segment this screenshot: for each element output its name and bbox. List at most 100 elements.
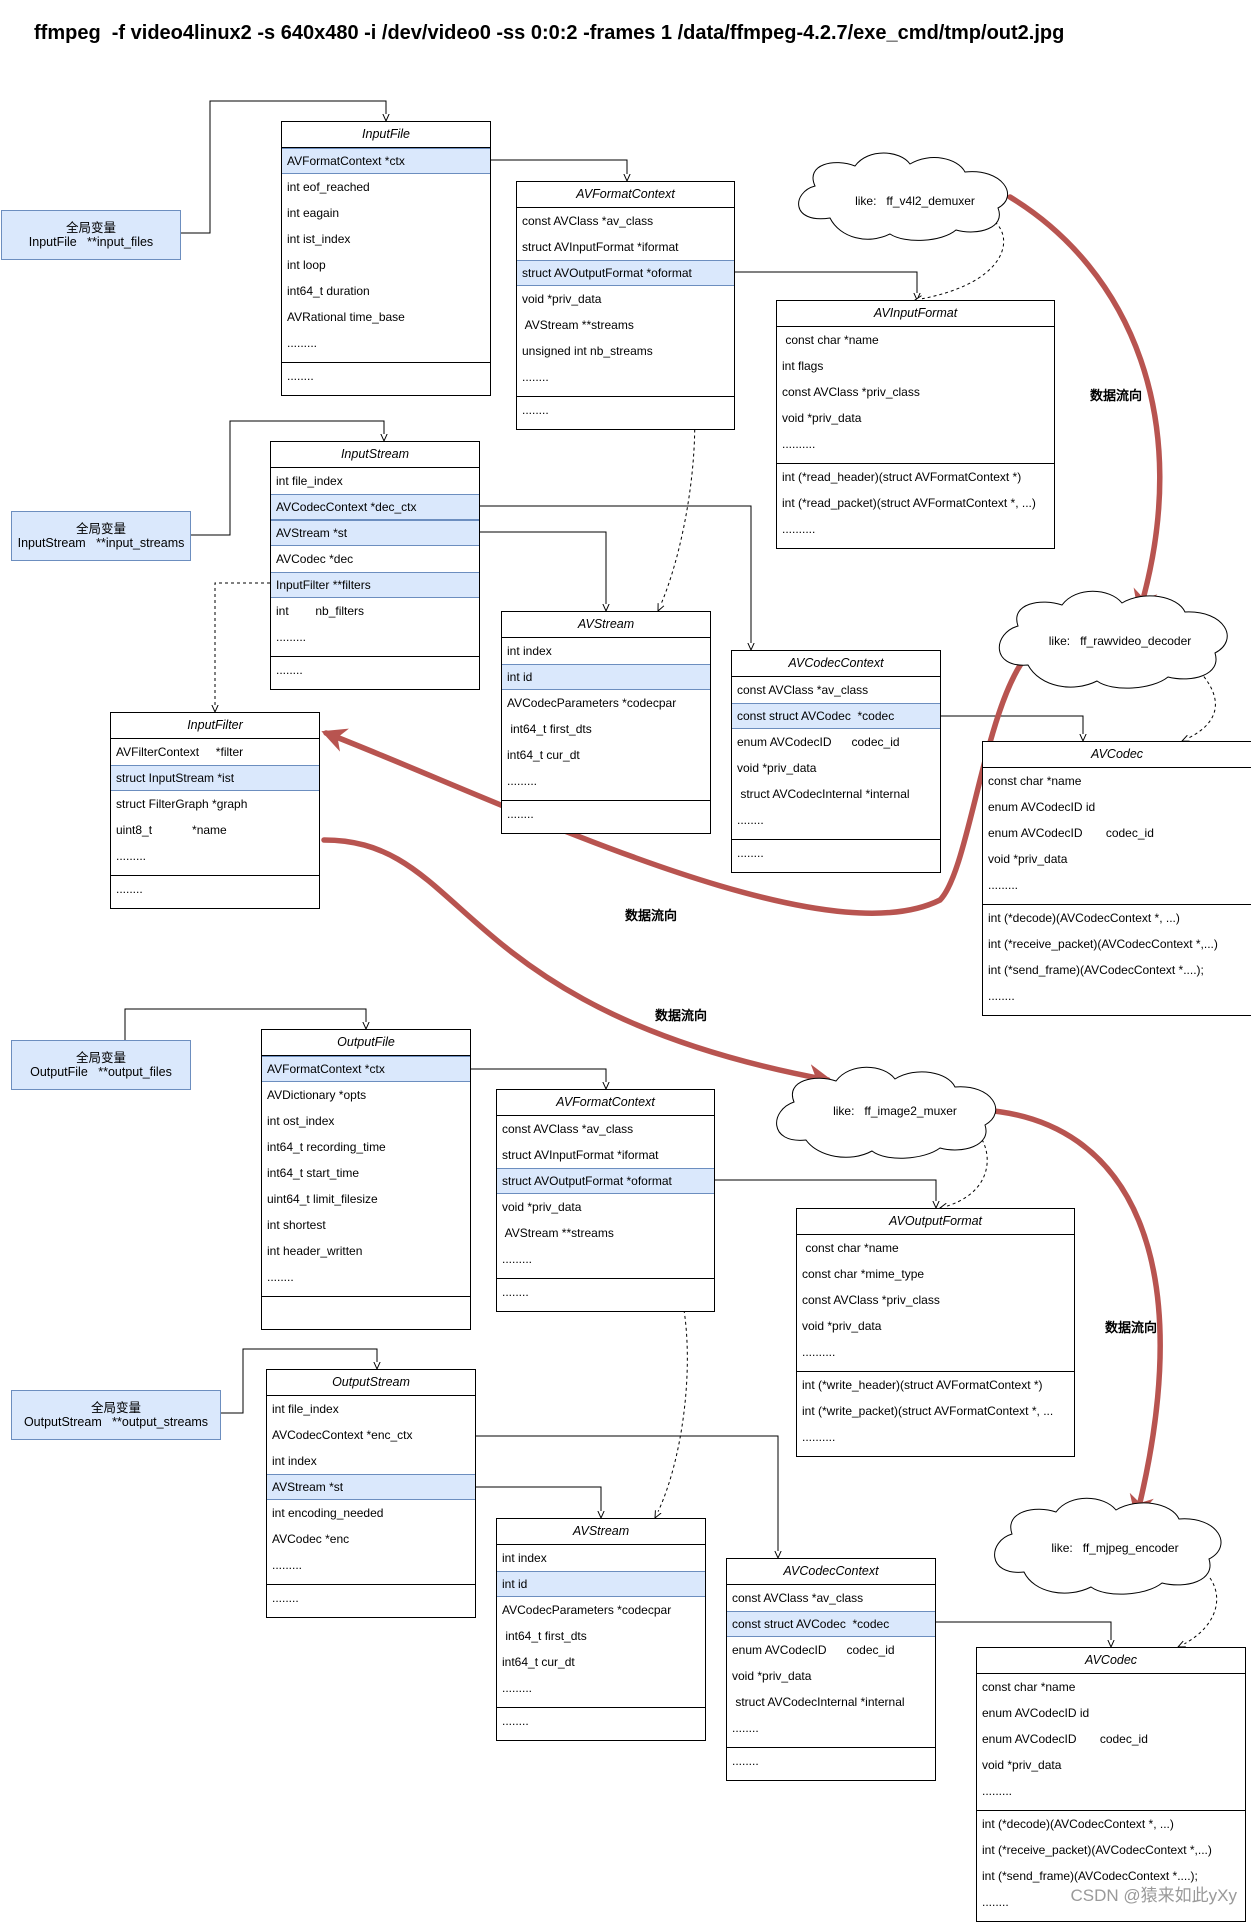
struct-divider [111,875,319,876]
struct-field: int eof_reached [287,180,370,194]
struct-field: void *priv_data [732,1669,812,1683]
struct-field: const char *name [782,333,879,347]
command-title: ffmpeg -f video4linux2 -s 640x480 -i /de… [34,22,1065,44]
struct-field: enum AVCodecID codec_id [732,1643,895,1657]
struct-field: int ist_index [287,232,351,246]
struct-field: int encoding_needed [272,1506,384,1520]
global-decl: OutputStream **output_streams [23,1415,209,1429]
link-enc-ctx [475,1435,778,1558]
struct-title: AVCodec [977,1648,1245,1674]
struct-divider [727,1747,935,1748]
struct-field: InputFilter **filters [271,572,479,598]
struct-method: ........ [982,1895,1009,1909]
struct-field: ........ [522,370,549,384]
global-output-streams: 全局变量 OutputStream **output_streams [11,1390,221,1440]
struct-field: struct FilterGraph *graph [116,797,248,811]
global-label: 全局变量 [75,522,126,536]
link-muxer-impl [940,1129,988,1208]
struct-field: AVStream *st [271,520,479,546]
struct-field: const char *mime_type [802,1267,925,1281]
struct-field: .......... [782,437,816,451]
flow-label-1: 数据流向 [1090,388,1143,403]
struct-method: int (*send_frame)(AVCodecContext *....); [988,963,1204,977]
struct-field: int flags [782,359,824,373]
struct-method: int (*receive_packet)(AVCodecContext *,.… [988,937,1218,951]
cloud-muxer-label: like: ff_image2_muxer [833,1104,957,1118]
struct-field: unsigned int nb_streams [522,344,653,358]
struct-divider [497,1707,705,1708]
cloud-demuxer-label: like: ff_v4l2_demuxer [855,194,975,208]
struct-field: AVCodecParameters *codecpar [502,1603,672,1617]
link-input-streams [191,420,384,536]
struct-divider [262,1296,470,1297]
struct-field: struct AVInputFormat *iformat [522,240,679,254]
struct-field: void *priv_data [988,852,1068,866]
struct-field: void *priv_data [522,292,602,306]
struct-field: ......... [502,1252,533,1266]
struct-field: const AVClass *priv_class [802,1293,940,1307]
global-label: 全局变量 [75,1051,126,1065]
struct-field: int64_t first_dts [502,1629,587,1643]
struct-field: uint8_t *name [116,823,227,837]
struct-method: ........ [502,1285,529,1299]
cloud-muxer-shape [776,1066,997,1159]
cloud-demuxer-shape [798,152,1009,241]
struct-field: int64_t recording_time [267,1140,386,1154]
struct-method: ........ [116,882,143,896]
struct-field: int64_t first_dts [507,722,592,736]
struct-field: enum AVCodecID id [982,1706,1090,1720]
global-input-streams: 全局变量 InputStream **input_streams [11,511,191,561]
struct-field: AVFormatContext *ctx [282,148,490,174]
flow-label-4: 数据流向 [1105,1320,1158,1335]
struct-field: AVStream *st [267,1474,475,1500]
struct-title: AVCodecContext [732,651,940,677]
flow-label-2: 数据流向 [625,908,678,923]
struct-method: ........ [287,369,314,383]
struct-method [262,1297,470,1323]
struct-field: const AVClass *av_class [732,1591,864,1605]
struct-field: int eagain [287,206,340,220]
struct-field: int loop [287,258,326,272]
struct-field: int file_index [272,1402,339,1416]
struct-field: struct InputStream *ist [111,765,319,791]
struct-divider [282,362,490,363]
struct-divider [517,396,734,397]
link-input-files [181,100,386,234]
struct-field: int64_t duration [287,284,370,298]
struct-method: int (*write_header)(struct AVFormatConte… [802,1378,1043,1392]
flow-arrow-mux-encode [980,1107,1163,1520]
struct-field: struct AVInputFormat *iformat [502,1148,659,1162]
struct-method: ........ [276,663,303,677]
struct-field: int nb_filters [276,604,365,618]
struct-field: const AVClass *priv_class [782,385,920,399]
struct-field: int id [497,1571,705,1597]
struct-title: InputStream [271,442,479,468]
struct-title: OutputStream [267,1370,475,1396]
struct-field: const AVClass *av_class [502,1122,634,1136]
struct-title: AVStream [502,612,710,638]
struct-title: OutputFile [262,1030,470,1056]
struct-field: ......... [287,336,318,350]
struct-method: ........ [502,1714,529,1728]
struct-method: int (*decode)(AVCodecContext *, ...) [982,1817,1174,1831]
struct-field: AVFormatContext *ctx [262,1056,470,1082]
struct-field: const AVClass *av_class [522,214,654,228]
struct-method: ........ [507,807,534,821]
struct-title: InputFilter [111,713,319,739]
struct-field: int index [507,644,552,658]
struct-field: ......... [272,1558,303,1572]
struct-field: ......... [502,1681,533,1695]
flow-arrow-filter-mux [321,837,833,1089]
struct-field: .......... [802,1345,836,1359]
struct-title: AVCodec [983,742,1251,768]
struct-field: AVCodecContext *enc_ctx [272,1428,413,1442]
struct-field: struct AVCodecInternal *internal [737,787,910,801]
struct-field: uint64_t limit_filesize [267,1192,378,1206]
struct-method: .......... [782,522,816,536]
